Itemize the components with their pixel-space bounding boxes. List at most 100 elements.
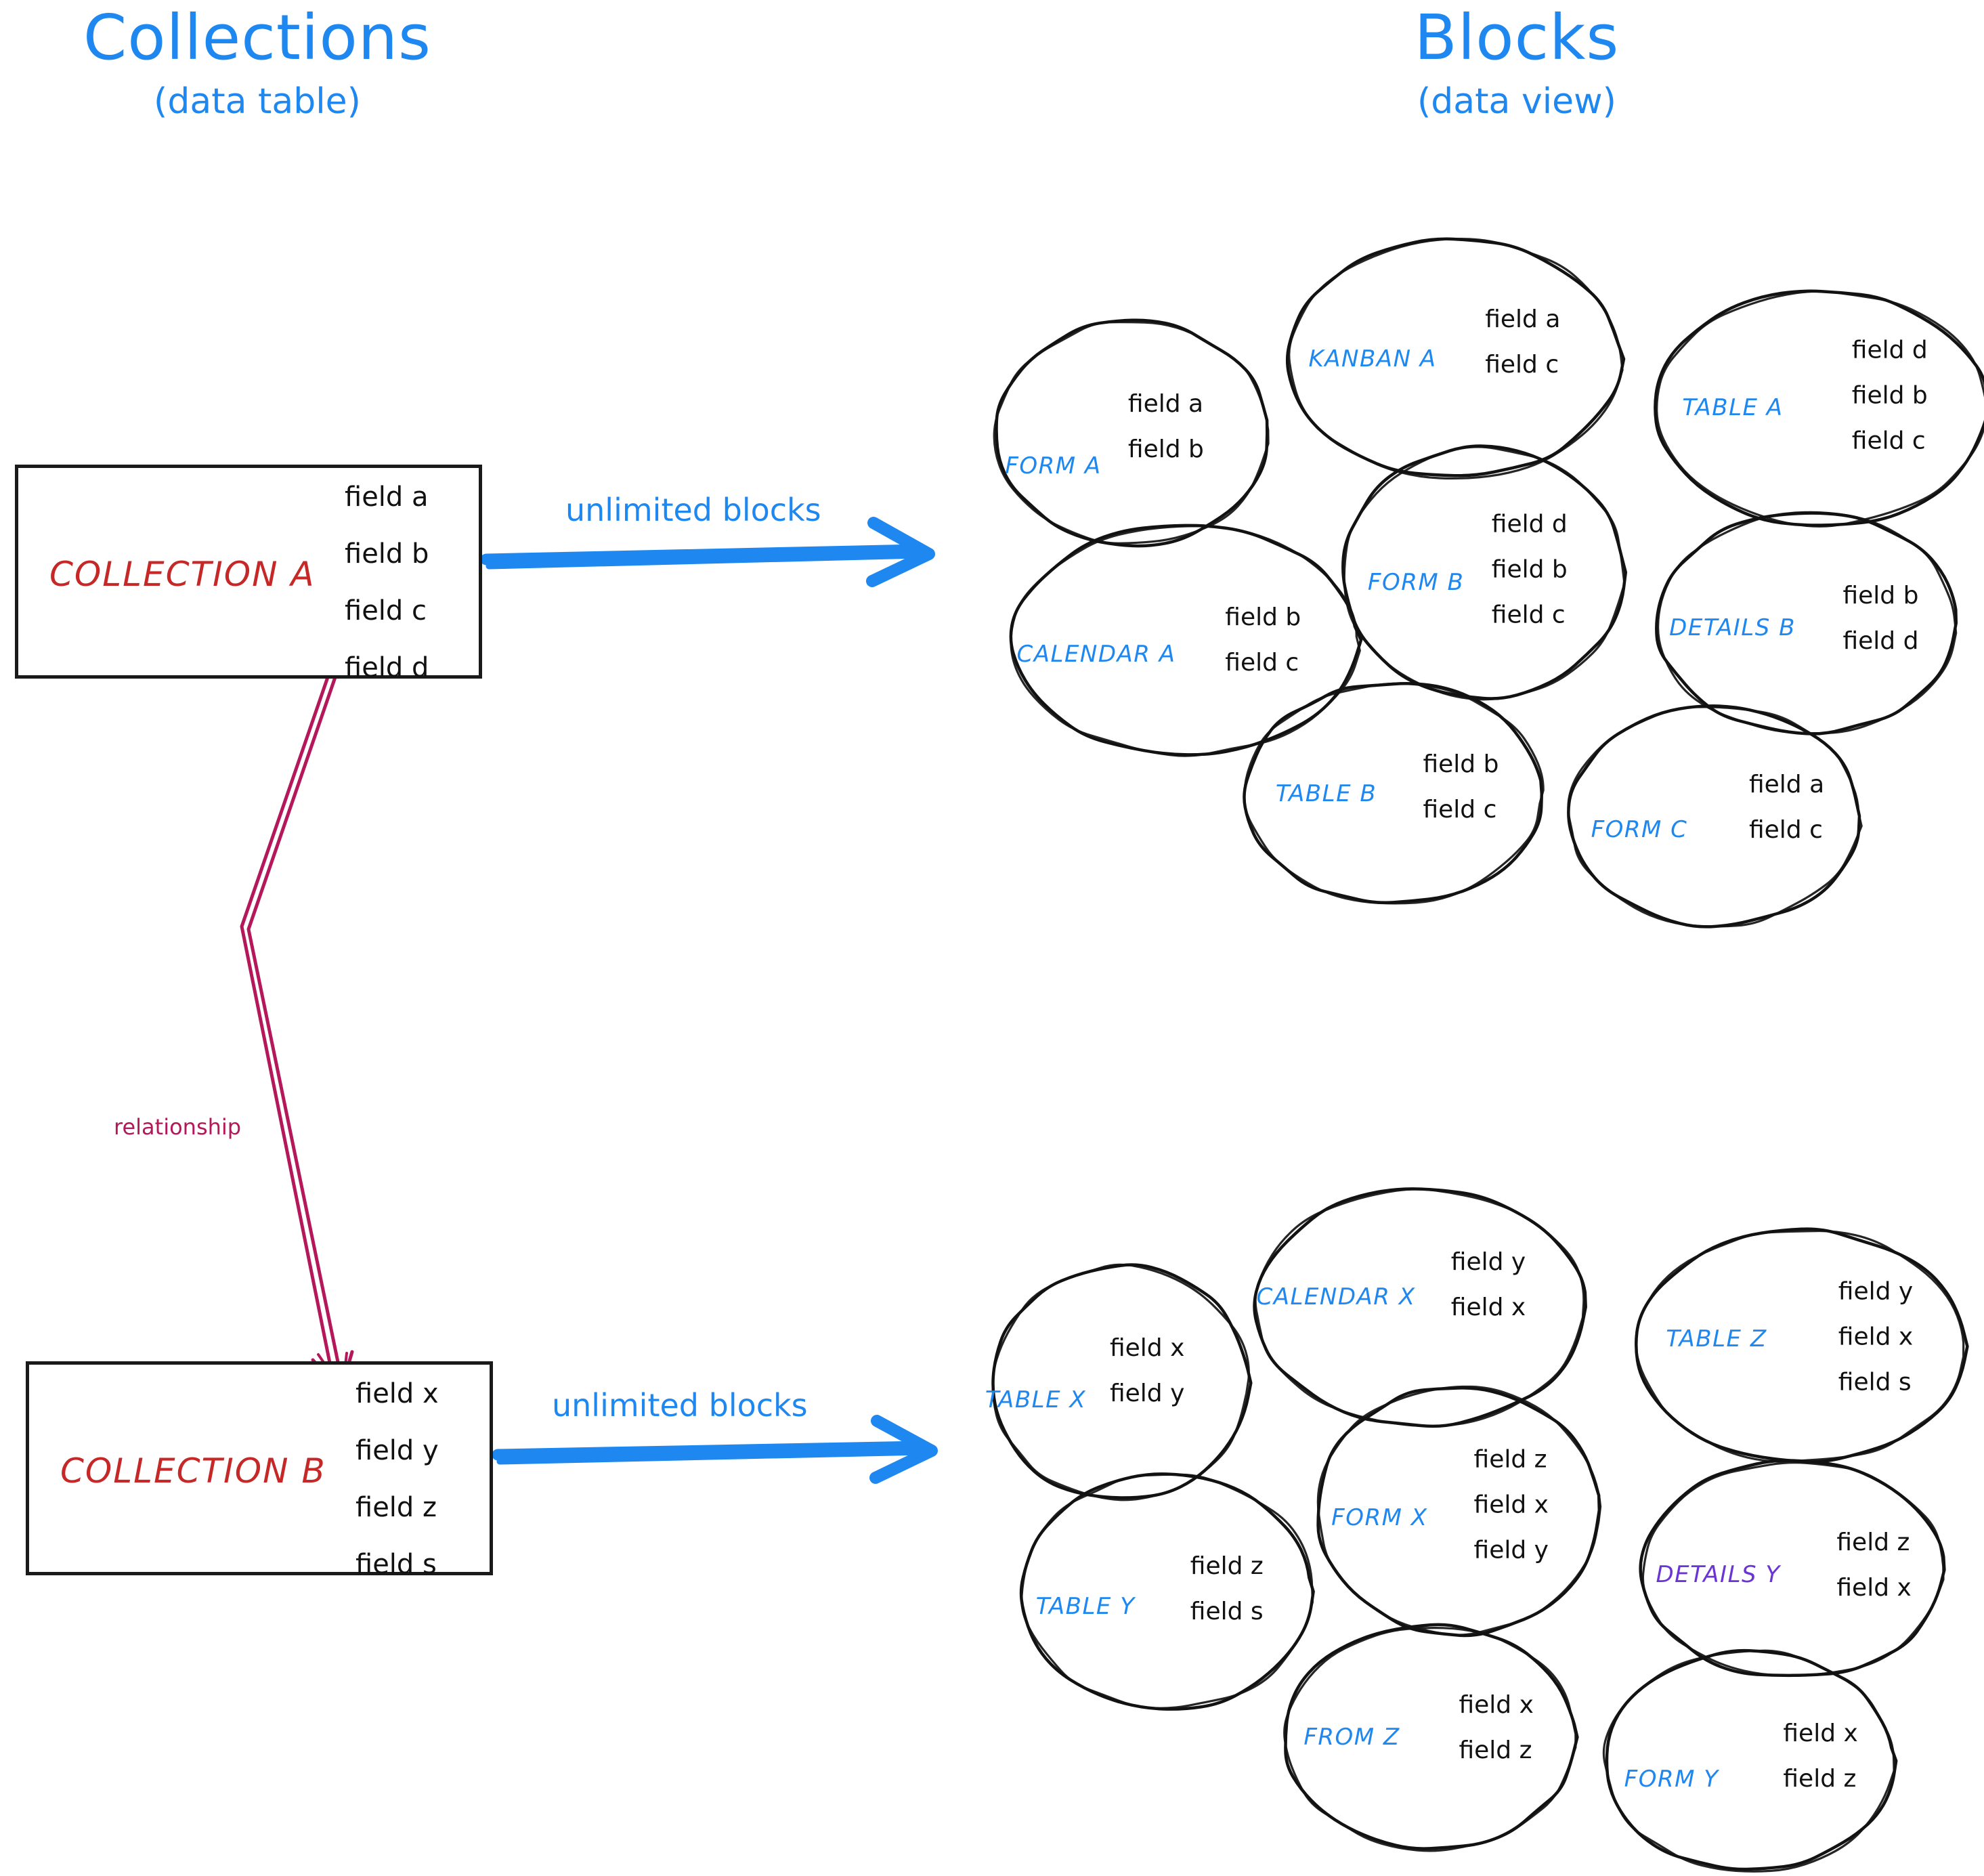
relationship-label: relationship	[114, 1114, 242, 1140]
ellipse-outline	[1655, 511, 1958, 736]
block-name: TABLE X	[985, 1386, 1087, 1414]
block-field: field y	[1473, 1536, 1549, 1564]
block-name: DETAILS Y	[1656, 1560, 1781, 1588]
block-field-list: field d field b field c	[1852, 337, 1928, 455]
ellipse-outline	[1341, 444, 1628, 701]
field-item: field c	[345, 595, 427, 626]
block-field: field x	[1473, 1491, 1549, 1519]
block-field: field c	[1748, 815, 1823, 844]
ellipse-outline	[1243, 682, 1545, 905]
block-field: field z	[1783, 1765, 1857, 1793]
block-field: field x	[1450, 1294, 1526, 1322]
block-field: field c	[1851, 427, 1926, 455]
block-field: field x	[1783, 1720, 1858, 1748]
field-item: field d	[345, 652, 429, 683]
collection-b-field-list: field x field y field z field s	[355, 1378, 477, 1580]
block-field-list: field a field c	[1749, 771, 1824, 844]
block-field: field d	[1491, 510, 1568, 538]
block-name: CALENDAR X	[1256, 1283, 1416, 1311]
block-field: field y	[1838, 1277, 1914, 1306]
block-field-list: field x field z	[1459, 1691, 1533, 1764]
header-collections-subtitle: (data table)	[154, 81, 361, 122]
ellipse-outline	[1654, 289, 1984, 528]
header-blocks-title: Blocks	[1414, 1, 1620, 74]
collection-a-name: COLLECTION A	[49, 555, 316, 594]
block-field-list: field x field z	[1783, 1720, 1857, 1793]
block-field: field b	[1491, 555, 1568, 584]
block-field: field s	[1838, 1368, 1912, 1397]
block-field-list: field d field b field c	[1492, 511, 1568, 629]
field-item: field s	[355, 1549, 437, 1580]
ellipse-outline	[1635, 1227, 1969, 1464]
block-field: field a	[1485, 305, 1561, 333]
ellipse-outline	[1019, 1472, 1315, 1711]
block-name: KANBAN A	[1308, 345, 1437, 372]
block-name: FORM A	[1005, 452, 1102, 480]
field-item: field z	[355, 1492, 437, 1523]
block-field: field z	[1190, 1552, 1264, 1581]
block-field-list: field y field x	[1451, 1248, 1526, 1321]
block-field: field s	[1190, 1598, 1264, 1626]
collection-box-a[interactable]: COLLECTION A field a field b field c fie…	[15, 465, 482, 683]
block-field: field x	[1109, 1334, 1185, 1362]
unlimited-blocks-arrow-a	[480, 517, 935, 587]
block-field: field x	[1459, 1691, 1534, 1720]
block-name: FORM B	[1367, 569, 1465, 597]
block-field: field d	[1842, 627, 1919, 656]
block-field: field x	[1838, 1323, 1914, 1351]
block-field: field c	[1491, 601, 1566, 629]
block-field: field a	[1748, 770, 1825, 798]
ellipse-outline	[1009, 524, 1363, 757]
diagram-canvas: Collections (data table) Blocks (data vi…	[15, 1, 1984, 1873]
collection-a-field-list: field a field b field c field d	[345, 482, 467, 683]
ellipse-outline	[1316, 1385, 1602, 1638]
unlimited-blocks-label-b: unlimited blocks	[552, 1387, 808, 1424]
unlimited-blocks-label-a: unlimited blocks	[565, 492, 821, 528]
block-name: FORM Y	[1624, 1766, 1719, 1793]
block-field: field b	[1851, 381, 1928, 410]
block-field-list: field x field y	[1110, 1334, 1184, 1407]
block-field: field x	[1836, 1574, 1912, 1602]
header-blocks-subtitle: (data view)	[1417, 81, 1616, 122]
collection-b-name: COLLECTION B	[60, 1451, 326, 1491]
unlimited-blocks-arrow-b	[492, 1415, 938, 1484]
block-field: field c	[1423, 795, 1497, 824]
block-field-list: field z field s	[1190, 1552, 1264, 1625]
ellipse-outline	[1567, 704, 1863, 929]
block-field-list: field z field x field y	[1474, 1446, 1549, 1564]
collection-box-b[interactable]: COLLECTION B field x field y field z fie…	[26, 1361, 493, 1580]
field-item: field y	[355, 1435, 439, 1466]
block-name: CALENDAR A	[1016, 641, 1176, 668]
block-field: field z	[1459, 1736, 1532, 1765]
block-field: field z	[1473, 1445, 1547, 1474]
block-ellipse[interactable]: FORM Y field x field z	[1600, 1646, 1898, 1876]
block-ellipse[interactable]: FORM B field d field b field c	[1337, 442, 1629, 702]
block-field: field d	[1851, 336, 1928, 364]
block-field: field a	[1127, 389, 1204, 418]
block-ellipse[interactable]: TABLE X field x field y	[985, 1261, 1253, 1505]
block-name: TABLE B	[1275, 780, 1377, 807]
block-field: field y	[1109, 1380, 1185, 1407]
field-item: field a	[345, 482, 429, 513]
field-item: field x	[355, 1378, 439, 1409]
block-field: field y	[1450, 1248, 1526, 1277]
header-collections-title: Collections	[83, 1, 431, 74]
